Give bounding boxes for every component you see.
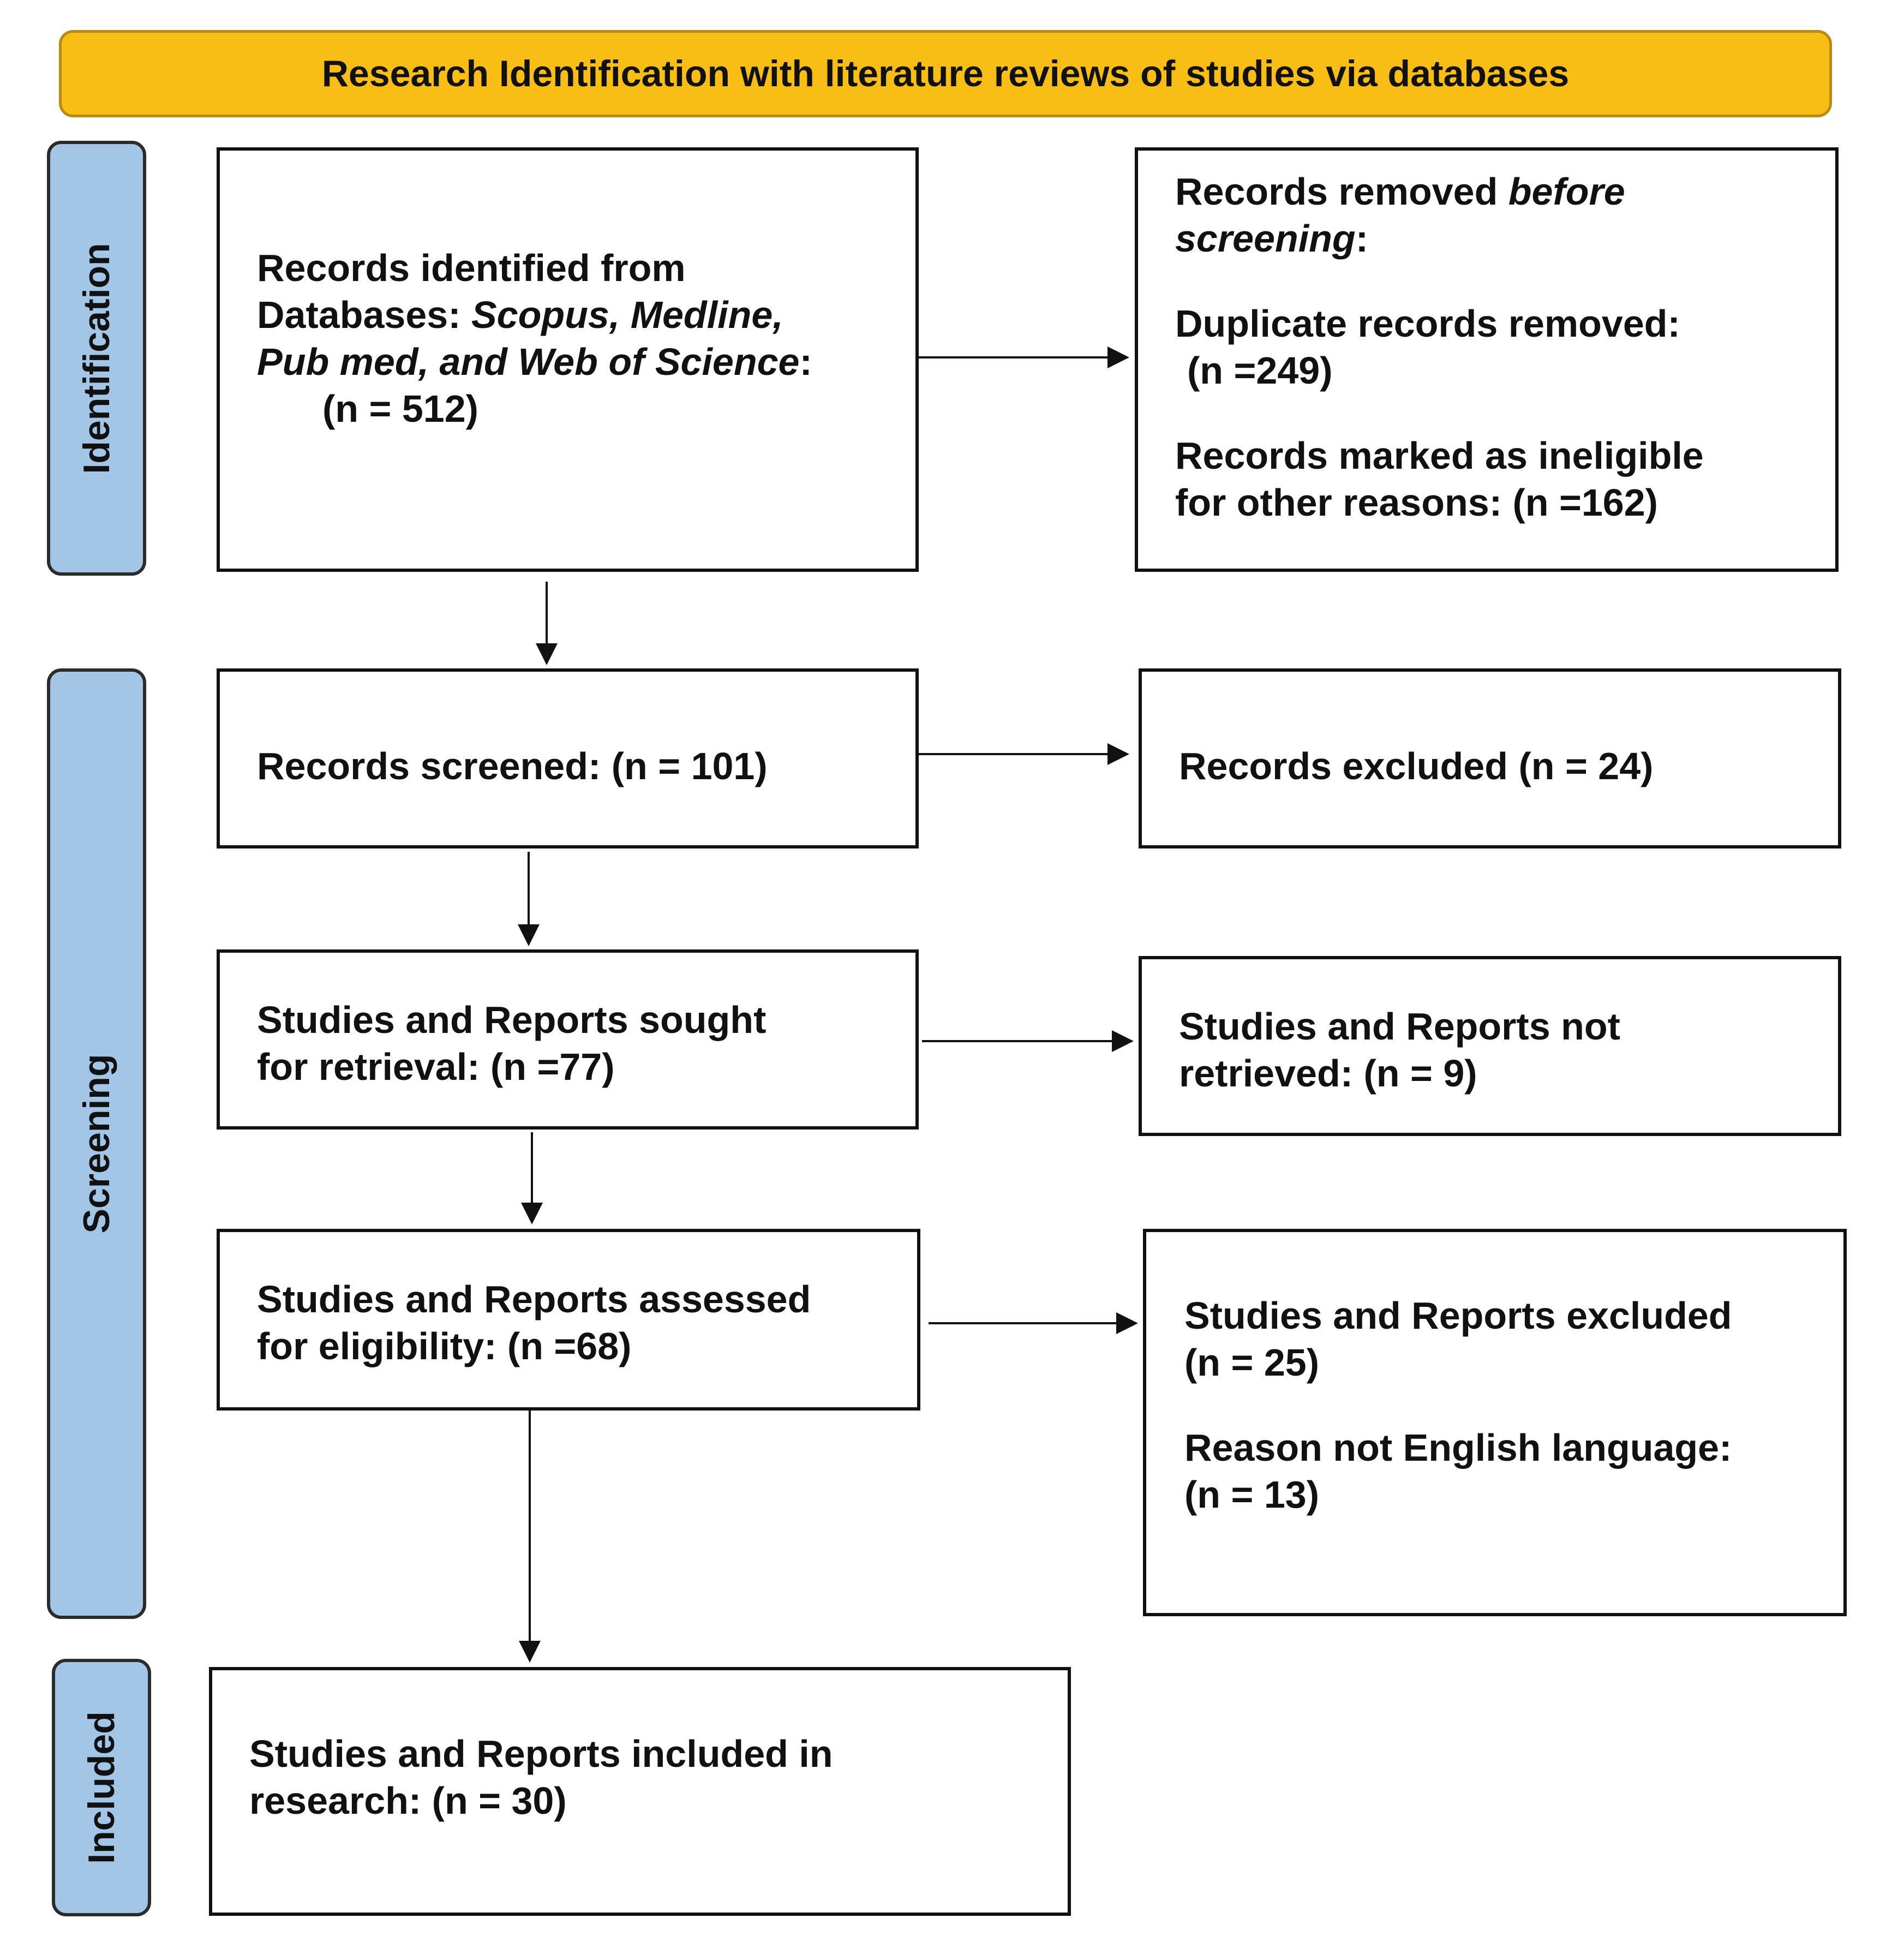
not-retrieved-line2: retrieved: (n = 9) xyxy=(1179,1052,1477,1095)
header-title: Research Identification with literature … xyxy=(321,53,1570,94)
identified-line2: Databases: Scopus, Medline, xyxy=(257,294,783,337)
included-line2: research: (n = 30) xyxy=(249,1779,567,1822)
removed-line1: Records removed before xyxy=(1175,170,1625,213)
excluded-text: Records excluded (n = 24) xyxy=(1179,745,1654,787)
flow-header: Research Identification with literature … xyxy=(59,30,1832,117)
sought-line1: Studies and Reports sought xyxy=(257,999,767,1041)
box-records-removed: Records removed before screening: Duplic… xyxy=(1135,147,1839,572)
box-reports-sought: Studies and Reports sought for retrieval… xyxy=(217,949,919,1130)
not-retrieved-line1: Studies and Reports not xyxy=(1179,1005,1620,1048)
included-line1: Studies and Reports included in xyxy=(249,1732,833,1775)
reports-excluded-line1: Studies and Reports excluded xyxy=(1184,1294,1732,1337)
reason-line1: Reason not English language: xyxy=(1184,1426,1732,1469)
duplicates-label: Duplicate records removed: xyxy=(1175,302,1680,345)
assessed-line2: for eligibility: (n =68) xyxy=(257,1325,632,1368)
phase-included: Included xyxy=(52,1659,151,1916)
duplicates-count: (n =249) xyxy=(1187,349,1333,392)
box-records-screened: Records screened: (n = 101) xyxy=(217,668,919,848)
box-reports-assessed: Studies and Reports assessed for eligibi… xyxy=(217,1229,920,1411)
box-reports-not-retrieved: Studies and Reports not retrieved: (n = … xyxy=(1139,956,1841,1136)
identified-line1: Records identified from xyxy=(257,247,686,289)
assessed-line1: Studies and Reports assessed xyxy=(257,1278,811,1320)
box-reports-included: Studies and Reports included in research… xyxy=(209,1667,1071,1916)
ineligible-line2: for other reasons: (n =162) xyxy=(1175,481,1658,524)
screened-text: Records screened: (n = 101) xyxy=(257,745,768,787)
phase-screening: Screening xyxy=(47,668,146,1619)
reports-excluded-line2: (n = 25) xyxy=(1184,1341,1320,1384)
sought-line2: for retrieval: (n =77) xyxy=(257,1045,615,1089)
box-records-identified: Records identified from Databases: Scopu… xyxy=(217,147,919,572)
identified-count: (n = 512) xyxy=(322,387,478,431)
removed-line2: screening: xyxy=(1175,217,1369,260)
identified-line3: Pub med, and Web of Science: xyxy=(257,340,812,384)
ineligible-line1: Records marked as ineligible xyxy=(1175,434,1704,477)
box-records-excluded: Records excluded (n = 24) xyxy=(1139,668,1841,848)
phase-identification: Identification xyxy=(47,141,146,576)
reason-line2: (n = 13) xyxy=(1184,1473,1320,1516)
box-reports-excluded: Studies and Reports excluded (n = 25) Re… xyxy=(1143,1229,1847,1616)
